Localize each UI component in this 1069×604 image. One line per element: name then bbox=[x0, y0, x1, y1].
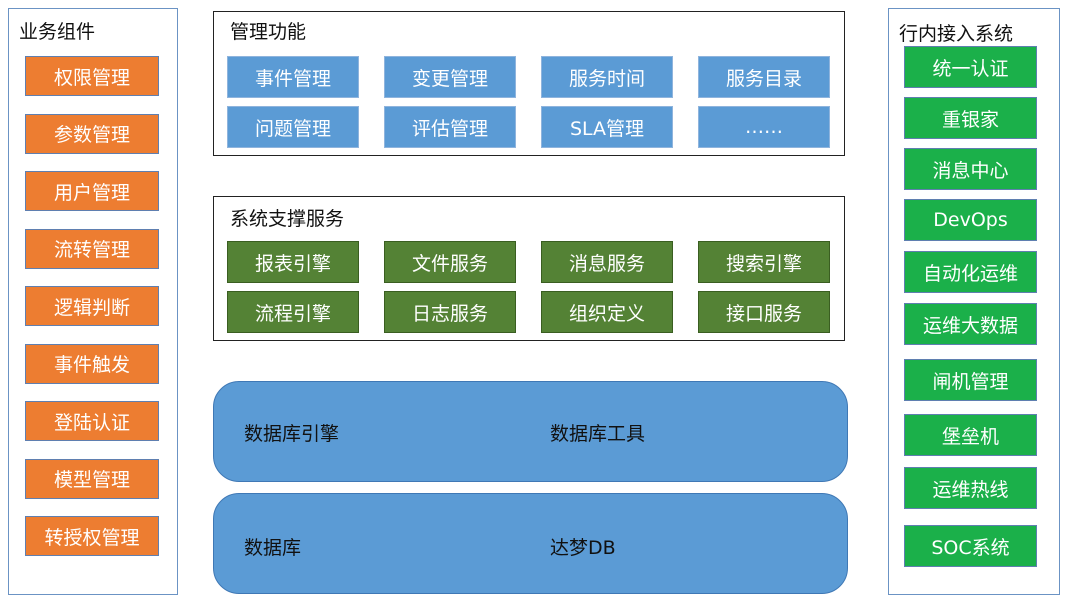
internal-system-item: DevOps bbox=[904, 199, 1037, 241]
db-tool-label: 数据库工具 bbox=[550, 423, 646, 445]
support-service-item: 日志服务 bbox=[384, 291, 516, 333]
internal-systems-title: 行内接入系统 bbox=[899, 23, 1014, 45]
internal-system-item: 重银家 bbox=[904, 97, 1037, 139]
management-item: 评估管理 bbox=[384, 106, 516, 148]
support-service-item: 接口服务 bbox=[698, 291, 830, 333]
internal-system-item: 运维大数据 bbox=[904, 303, 1037, 345]
management-item: 变更管理 bbox=[384, 56, 516, 98]
business-component-item: 权限管理 bbox=[25, 56, 159, 96]
management-item: SLA管理 bbox=[541, 106, 673, 148]
business-components-title: 业务组件 bbox=[19, 21, 96, 43]
internal-system-item: SOC系统 bbox=[904, 525, 1037, 567]
database-label: 数据库 bbox=[244, 537, 302, 559]
internal-system-item: 运维热线 bbox=[904, 467, 1037, 509]
management-item: 事件管理 bbox=[227, 56, 359, 98]
management-item: 服务时间 bbox=[541, 56, 673, 98]
management-item: 问题管理 bbox=[227, 106, 359, 148]
business-component-item: 模型管理 bbox=[25, 458, 159, 499]
business-component-item: 参数管理 bbox=[25, 113, 159, 154]
support-service-item: 文件服务 bbox=[384, 241, 516, 283]
support-service-item: 报表引擎 bbox=[227, 241, 359, 283]
support-services-panel: 系统支撑服务 报表引擎文件服务消息服务搜索引擎流程引擎日志服务组织定义接口服务 bbox=[213, 196, 845, 341]
support-service-item: 搜索引擎 bbox=[698, 241, 830, 283]
business-component-item: 事件触发 bbox=[25, 343, 159, 384]
internal-system-item: 消息中心 bbox=[904, 148, 1037, 190]
database-layer: 数据库 达梦DB bbox=[213, 493, 848, 594]
support-service-item: 组织定义 bbox=[541, 291, 673, 333]
management-item: 服务目录 bbox=[698, 56, 830, 98]
business-component-item: 用户管理 bbox=[25, 171, 159, 211]
db-engine-label: 数据库引擎 bbox=[244, 423, 340, 445]
management-item: …… bbox=[698, 106, 830, 148]
support-services-title: 系统支撑服务 bbox=[230, 208, 345, 230]
internal-systems-panel: 行内接入系统 统一认证重银家消息中心 DevOps 自动化运维运维大数据闸机管理堡垒… bbox=[888, 8, 1060, 595]
management-panel: 管理功能 事件管理变更管理服务时间服务目录问题管理评估管理 SLA管理 …… bbox=[213, 11, 845, 156]
support-service-item: 流程引擎 bbox=[227, 291, 359, 333]
internal-system-item: 堡垒机 bbox=[904, 414, 1037, 456]
internal-system-item: 统一认证 bbox=[904, 46, 1037, 88]
support-service-item: 消息服务 bbox=[541, 241, 673, 283]
business-component-item: 流转管理 bbox=[25, 228, 159, 269]
business-component-item: 逻辑判断 bbox=[25, 286, 159, 326]
internal-system-item: 自动化运维 bbox=[904, 251, 1037, 293]
database-product-label: 达梦DB bbox=[550, 537, 616, 559]
business-component-item: 转授权管理 bbox=[25, 516, 159, 556]
management-title: 管理功能 bbox=[230, 21, 307, 43]
business-components-panel: 业务组件 权限管理参数管理用户管理流转管理逻辑判断事件触发登陆认证模型管理转授权… bbox=[8, 8, 178, 595]
business-component-item: 登陆认证 bbox=[25, 401, 159, 441]
db-engine-layer: 数据库引擎 数据库工具 bbox=[213, 381, 848, 482]
internal-system-item: 闸机管理 bbox=[904, 359, 1037, 401]
